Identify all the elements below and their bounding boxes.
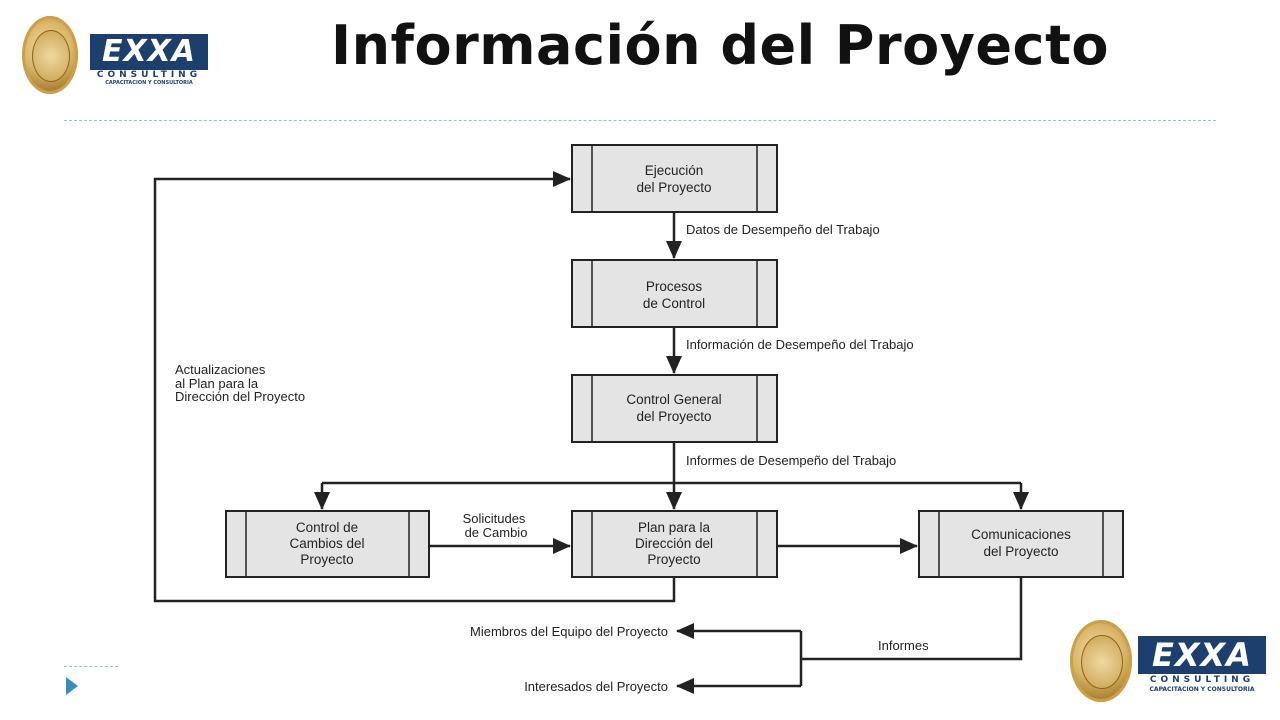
node-plan-line1: Plan para la: [638, 520, 711, 535]
label-informacion: Información de Desempeño del Trabajo: [686, 337, 914, 352]
node-procesos-line2: de Control: [643, 296, 705, 311]
label-solicitudes-line2: de Cambio: [465, 525, 528, 540]
university-seal-icon: [1070, 620, 1132, 702]
label-miembros: Miembros del Equipo del Proyecto: [470, 624, 668, 639]
node-control-cambios: Control de Cambios del Proyecto: [225, 510, 430, 578]
footer-divider: [64, 666, 118, 667]
label-actualizaciones-line3: Dirección del Proyecto: [175, 389, 305, 404]
node-plan-line2: Dirección del: [635, 536, 713, 551]
node-comunicaciones-line1: Comunicaciones: [971, 527, 1071, 542]
node-control-cambios-line2: Cambios del: [289, 536, 364, 551]
label-actualizaciones-line1: Actualizaciones: [175, 362, 266, 377]
node-control-cambios-line1: Control de: [296, 520, 358, 535]
node-plan: Plan para la Dirección del Proyecto: [571, 510, 778, 578]
node-control-cambios-line3: Proyecto: [300, 552, 353, 567]
node-control-general-line2: del Proyecto: [636, 409, 711, 424]
node-comunicaciones-line2: del Proyecto: [983, 544, 1058, 559]
page-title: Información del Proyecto: [331, 14, 1109, 77]
node-ejecucion: Ejecución del Proyecto: [571, 144, 778, 213]
label-informes: Informes: [878, 638, 929, 653]
node-comunicaciones: Comunicaciones del Proyecto: [918, 510, 1124, 578]
connectors: [153, 171, 1029, 694]
label-informes-desempeno: Informes de Desempeño del Trabajo: [686, 453, 896, 468]
node-control-general: Control General del Proyecto: [571, 374, 778, 443]
consulting-label: CONSULTING: [1149, 675, 1255, 685]
bullet-arrow-icon: [66, 677, 78, 695]
exxa-logo: EXXA: [90, 34, 208, 70]
node-plan-line3: Proyecto: [647, 552, 700, 567]
label-interesados: Interesados del Proyecto: [524, 679, 668, 694]
university-seal-icon: [22, 16, 78, 94]
tagline-label: CAPACITACION Y CONSULTORIA: [1149, 686, 1255, 693]
tagline-label: CAPACITACION Y CONSULTORIA: [105, 80, 193, 86]
consulting-label: CONSULTING: [96, 70, 202, 80]
exxa-logo: EXXA: [1138, 636, 1266, 674]
label-solicitudes-line1: Solicitudes: [463, 511, 526, 526]
node-ejecucion-line2: del Proyecto: [636, 180, 711, 195]
title-divider: [64, 120, 1216, 121]
label-actualizaciones-line2: al Plan para la: [175, 376, 259, 391]
label-datos: Datos de Desempeño del Trabajo: [686, 222, 880, 237]
node-ejecucion-line1: Ejecución: [645, 163, 704, 178]
node-procesos: Procesos de Control: [571, 259, 778, 328]
node-procesos-line1: Procesos: [646, 279, 703, 294]
node-control-general-line1: Control General: [626, 392, 721, 407]
